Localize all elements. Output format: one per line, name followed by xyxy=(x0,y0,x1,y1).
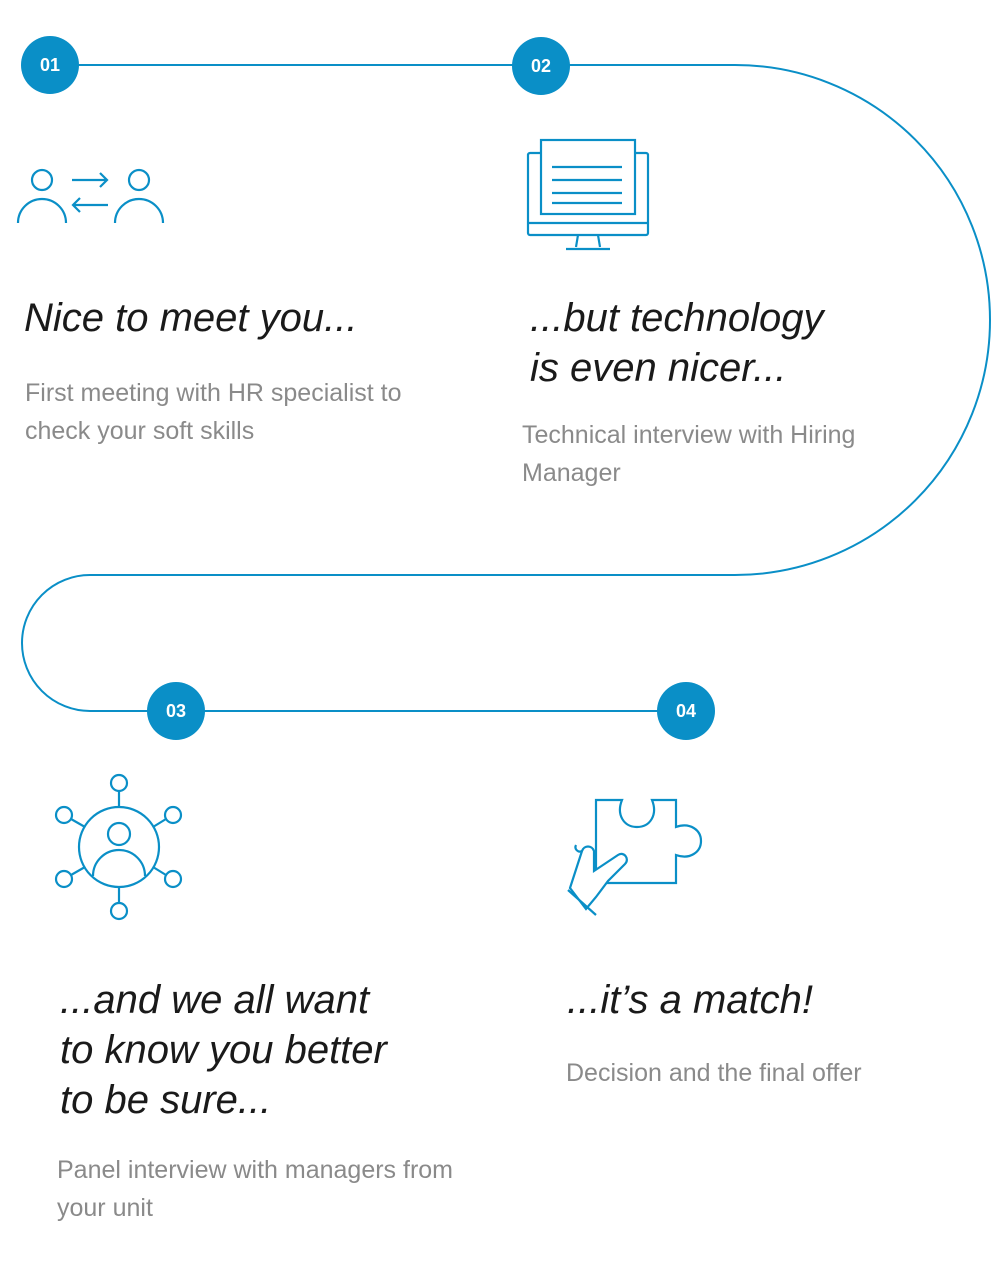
step-2-title: ...but technology is even nicer... xyxy=(530,296,824,390)
step-3-description: Panel interview with managers from your … xyxy=(57,1156,453,1222)
people-network-icon xyxy=(54,773,183,921)
step-1-description: First meeting with HR specialist to chec… xyxy=(25,379,402,445)
computer-monitor-icon xyxy=(526,138,650,251)
step-2-badge: 02 xyxy=(512,37,570,95)
step-1-badge: 01 xyxy=(21,36,79,94)
step-4-badge: 04 xyxy=(657,682,715,740)
step-2-description: Technical interview with Hiring Manager xyxy=(522,421,856,487)
step-4-title: ...it’s a match! xyxy=(567,978,814,1022)
step-3-title: ...and we all want to know you better to… xyxy=(60,978,387,1122)
people-exchange-icon xyxy=(16,168,165,224)
step-4-description: Decision and the final offer xyxy=(566,1059,862,1087)
puzzle-hand-icon xyxy=(567,798,703,916)
step-3-badge: 03 xyxy=(147,682,205,740)
step-1-title: Nice to meet you... xyxy=(24,296,358,340)
